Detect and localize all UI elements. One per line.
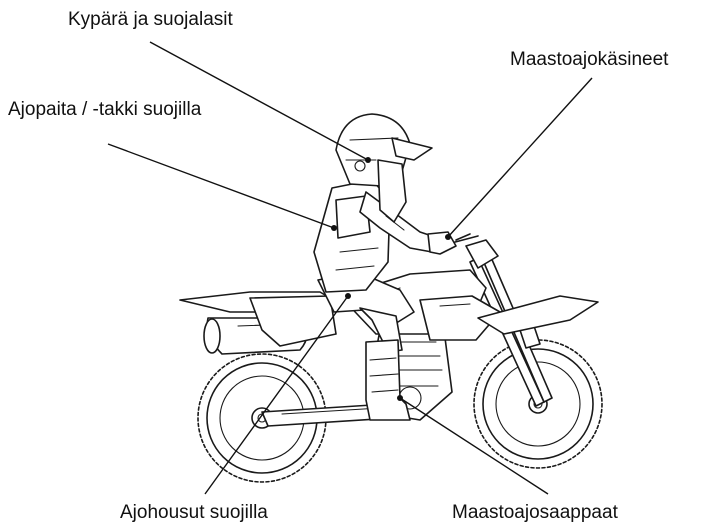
gloves-label: Maastoajokäsineet	[510, 50, 668, 69]
jacket-leader	[108, 144, 334, 228]
gloves-leader	[448, 78, 592, 237]
rider-torso	[314, 180, 390, 292]
boots-leader-dot	[397, 395, 403, 401]
jacket-label: Ajopaita / -takki suojilla	[8, 100, 201, 119]
boots-label: Maastoajosaappaat	[452, 503, 618, 522]
gloves-leader-dot	[445, 234, 451, 240]
pants-leader-dot	[345, 293, 351, 299]
jacket-leader-dot	[331, 225, 337, 231]
helmet-leader-dot	[365, 157, 371, 163]
helmet-goggles-label: Kypärä ja suojalasit	[68, 10, 233, 29]
pants-label: Ajohousut suojilla	[120, 503, 268, 522]
